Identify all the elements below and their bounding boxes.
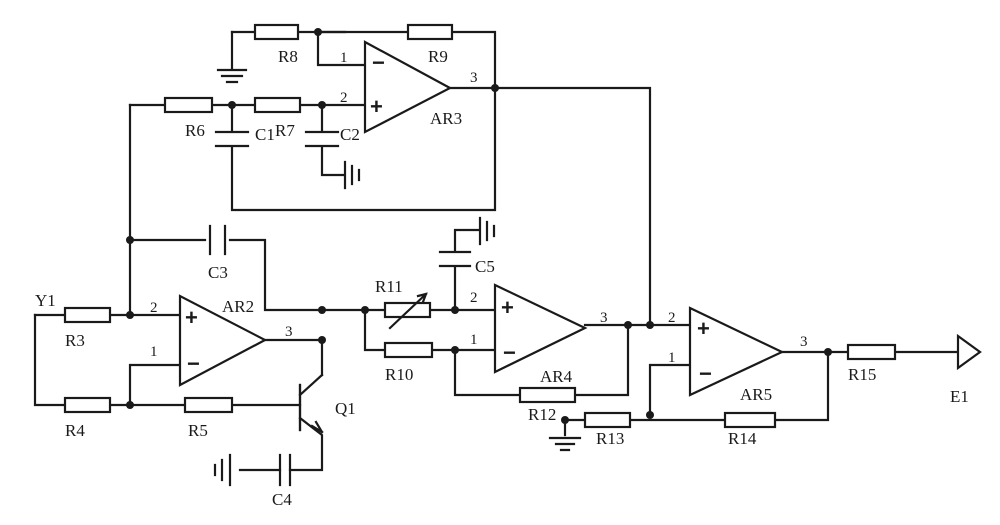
label-e1: E1 — [950, 387, 969, 406]
sign-plus: + — [697, 316, 710, 341]
op-amps — [178, 40, 982, 397]
label-c2: C2 — [340, 125, 360, 144]
capacitor-c2 — [304, 130, 340, 148]
blank-patch — [425, 432, 517, 470]
resistor-r7 — [253, 96, 302, 114]
capacitor-c4 — [278, 453, 292, 487]
capacitor-c3 — [208, 224, 227, 256]
label-ar5: AR5 — [740, 385, 772, 404]
opamp-signs: − + + − + − + − — [185, 50, 712, 386]
sign-minus: − — [187, 351, 200, 376]
svg-text:3: 3 — [600, 310, 608, 326]
resistors — [63, 23, 897, 429]
sign-plus: + — [501, 295, 514, 320]
opamp-ar3 — [363, 40, 453, 134]
label-y1: Y1 — [35, 291, 56, 310]
label-r4: R4 — [65, 421, 85, 440]
svg-text:3: 3 — [800, 334, 808, 350]
label-c5: C5 — [475, 257, 495, 276]
resistor-r4 — [63, 396, 112, 414]
label-r12: R12 — [528, 405, 556, 424]
resistor-r5 — [183, 396, 234, 414]
resistor-r8 — [253, 23, 300, 41]
label-q1: Q1 — [335, 399, 356, 418]
resistor-r13 — [583, 411, 632, 429]
sign-minus: − — [503, 340, 516, 365]
resistor-r10 — [383, 341, 434, 359]
component-labels: R8 R9 AR3 R6 C1 R7 C2 C3 R11 C5 Y1 AR2 R… — [35, 47, 969, 509]
svg-text:1: 1 — [340, 50, 348, 66]
label-ar2: AR2 — [222, 297, 254, 316]
sign-minus: − — [699, 361, 712, 386]
label-c1: C1 — [255, 125, 275, 144]
label-r3: R3 — [65, 331, 85, 350]
label-r13: R13 — [596, 429, 624, 448]
label-r8: R8 — [278, 47, 298, 66]
label-ar4: AR4 — [540, 367, 573, 386]
sign-plus: + — [185, 305, 198, 330]
resistor-r15 — [846, 343, 897, 361]
capacitors — [208, 130, 472, 487]
label-r11: R11 — [375, 277, 403, 296]
sign-minus: − — [372, 50, 385, 75]
capacitor-c1 — [214, 130, 250, 148]
junction-dots — [126, 28, 832, 424]
wires — [33, 30, 960, 487]
transistor-q1 — [298, 383, 324, 434]
resistor-r12 — [518, 386, 577, 404]
resistor-r9 — [406, 23, 454, 41]
variable-arrow-icon — [388, 292, 428, 330]
label-r14: R14 — [728, 429, 757, 448]
svg-text:2: 2 — [470, 290, 478, 306]
blank-patch — [318, 230, 410, 260]
svg-text:1: 1 — [668, 350, 676, 366]
svg-text:1: 1 — [150, 344, 158, 360]
label-r10: R10 — [385, 365, 413, 384]
resistor-r14 — [723, 411, 777, 429]
svg-text:3: 3 — [285, 324, 293, 340]
label-ar3: AR3 — [430, 109, 462, 128]
sign-plus: + — [370, 94, 383, 119]
label-c4: C4 — [272, 490, 292, 509]
opamp-ar5 — [688, 306, 785, 397]
resistor-r3 — [63, 306, 112, 324]
label-c3: C3 — [208, 263, 228, 282]
label-r9: R9 — [428, 47, 448, 66]
resistor-r6 — [163, 96, 214, 114]
label-r7: R7 — [275, 121, 295, 140]
output-terminal-e1 — [956, 333, 982, 371]
svg-text:3: 3 — [470, 70, 478, 86]
svg-text:2: 2 — [340, 90, 348, 106]
opamp-ar2 — [178, 294, 268, 387]
label-r15: R15 — [848, 365, 876, 384]
capacitor-c5 — [438, 250, 472, 268]
label-r5: R5 — [188, 421, 208, 440]
opamp-ar4 — [493, 283, 588, 374]
svg-text:1: 1 — [470, 332, 478, 348]
pin-numbers: 1 2 3 2 1 3 2 1 3 2 1 3 — [150, 50, 808, 366]
svg-text:2: 2 — [668, 310, 676, 326]
label-r6: R6 — [185, 121, 205, 140]
svg-text:2: 2 — [150, 300, 158, 316]
